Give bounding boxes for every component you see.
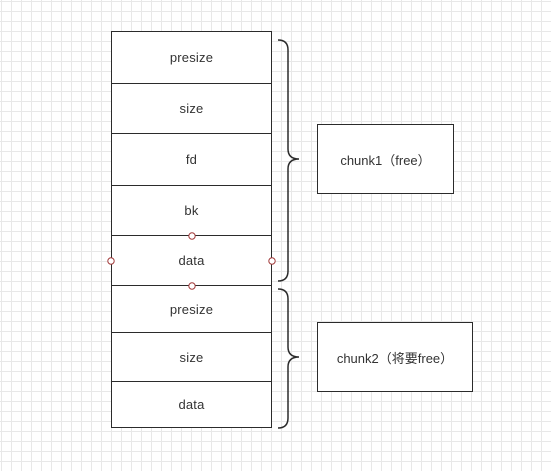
chunk1-presize-cell[interactable]: presize [111,31,272,84]
chunk1-fd-cell[interactable]: fd [111,134,272,186]
cell-label: data [178,253,205,268]
chunk1-label: chunk1（free） [340,152,431,168]
cell-label: bk [184,203,199,218]
chunk2-label-box[interactable]: chunk2（将要free） [317,322,473,392]
chunk2-data-cell[interactable]: data [111,382,272,428]
chunk1-label-box[interactable]: chunk1（free） [317,124,454,194]
cell-label: presize [169,50,214,65]
chunk1-bk-cell[interactable]: bk [111,186,272,236]
chunk2-brace [277,288,300,429]
cell-label: fd [185,152,198,167]
cell-label: data [178,397,205,412]
chunk1-size-cell[interactable]: size [111,84,272,134]
chunk2-size-cell[interactable]: size [111,333,272,382]
chunk1-data-cell[interactable]: data [111,236,272,286]
cell-label: presize [169,301,214,317]
cell-label: size [179,101,204,116]
chunk2-label: chunk2（将要free） [336,350,454,366]
chunk2-presize-cell[interactable]: presize [111,286,272,333]
cell-label: size [179,349,204,365]
chunk1-brace [277,39,300,282]
